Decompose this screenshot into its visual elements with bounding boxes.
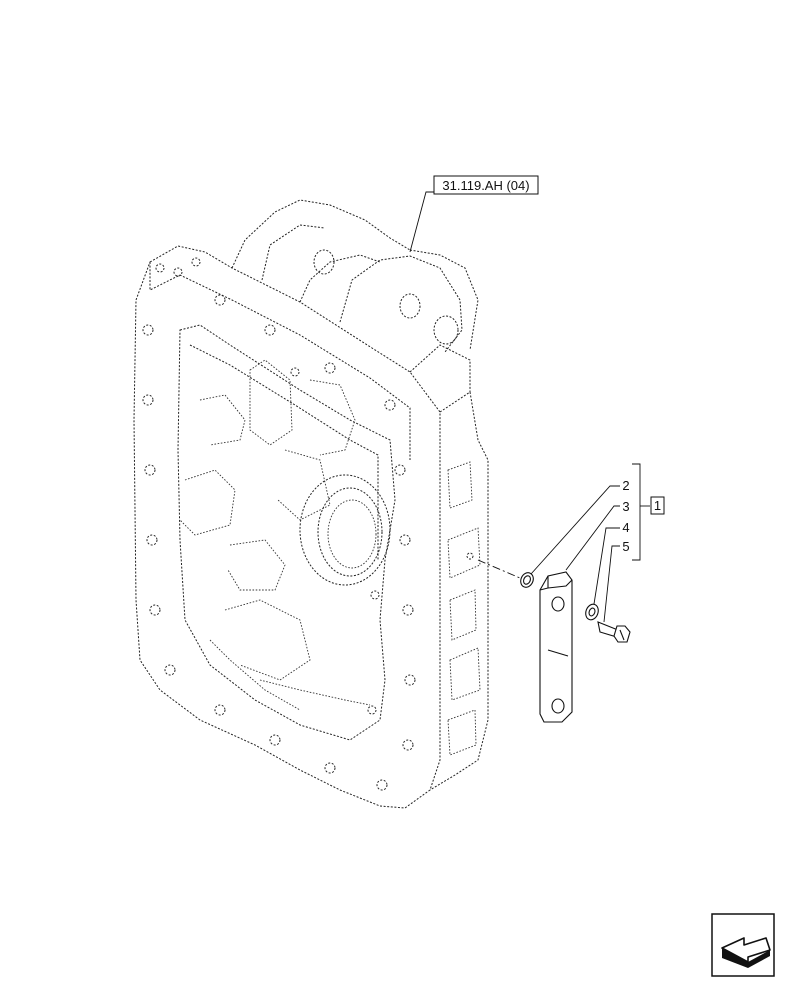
next-page-arrow-icon[interactable] xyxy=(711,913,775,977)
item-number-2: 2 xyxy=(622,478,629,493)
reference-callout[interactable]: 31.119.AH (04) xyxy=(433,175,539,195)
item-number-3: 3 xyxy=(622,499,629,514)
item-number-5: 5 xyxy=(622,539,629,554)
cover-plate-part xyxy=(539,571,573,723)
o-ring-part xyxy=(520,572,534,588)
group-label: 1 xyxy=(654,498,661,513)
washer-part xyxy=(585,603,599,621)
group-callout: 1 xyxy=(650,496,665,515)
screw-part xyxy=(597,621,631,643)
transmission-housing xyxy=(133,199,489,809)
reference-label: 31.119.AH (04) xyxy=(442,178,529,193)
item-number-4: 4 xyxy=(622,520,629,535)
assembly-axis-line xyxy=(477,559,521,579)
leader-lines xyxy=(409,191,650,623)
